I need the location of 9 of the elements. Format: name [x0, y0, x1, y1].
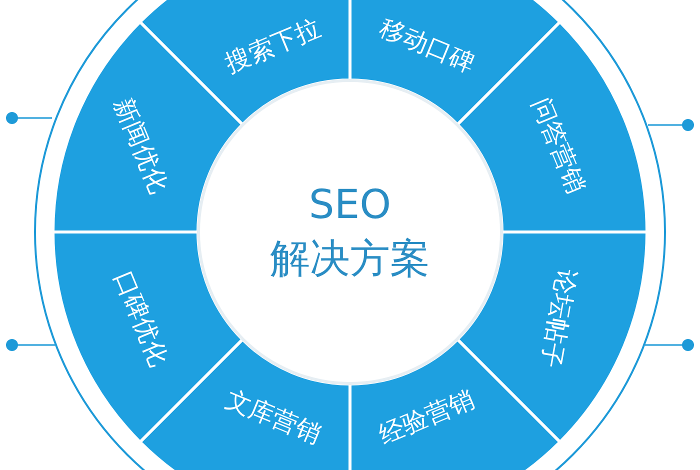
- segment-label: 文库营销: [222, 384, 326, 450]
- segment-label: 口碑优化: [108, 266, 174, 370]
- center-title: SEO 解决方案: [269, 181, 431, 284]
- segment-label: 经验营销: [374, 384, 478, 450]
- segment-label: 问答营销: [526, 94, 592, 198]
- segment-label: 移动口碑: [376, 12, 480, 78]
- segment-label: 新闻优化: [108, 94, 174, 198]
- segment-label: 论坛帖子: [536, 266, 582, 370]
- segment-label: 搜索下拉: [220, 12, 324, 78]
